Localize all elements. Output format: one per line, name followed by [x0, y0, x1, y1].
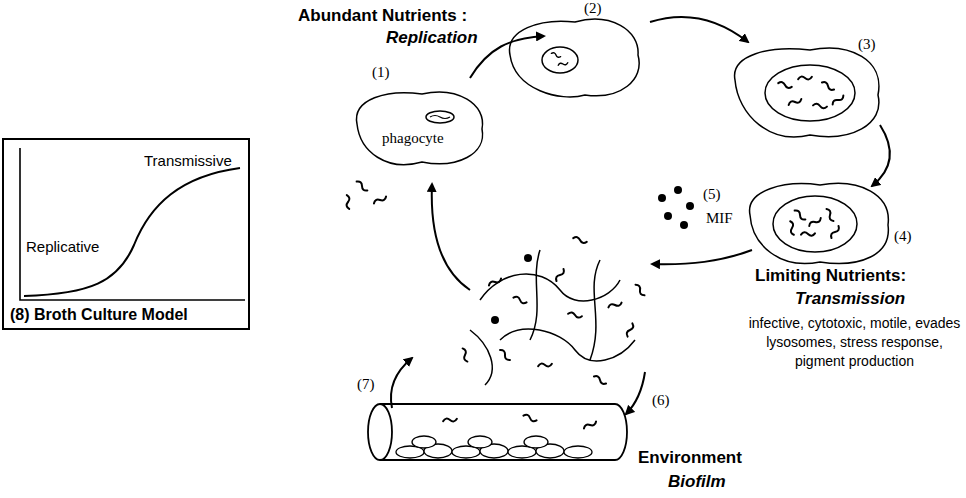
biofilm-blob	[524, 436, 548, 448]
growth-curve	[24, 168, 240, 296]
bacterium	[373, 195, 387, 205]
phagocyte-outline	[750, 183, 889, 263]
bacterium	[798, 75, 812, 81]
bacterium	[345, 195, 351, 209]
biofilm-blob	[564, 446, 592, 458]
matrix-strand	[590, 260, 600, 360]
mif-dot	[658, 194, 666, 202]
mif-dot	[491, 316, 499, 324]
bacterium	[430, 116, 450, 119]
heading-text: Abundant Nutrients :	[298, 6, 467, 26]
bacterium	[551, 52, 561, 58]
matrix-strand	[500, 329, 635, 361]
heading-text: Limiting Nutrients:	[755, 266, 906, 286]
biofilm-tube	[368, 404, 627, 460]
infected-cell	[750, 183, 889, 263]
vacuole	[773, 196, 857, 252]
arrow	[470, 36, 544, 78]
infected-cell	[735, 48, 879, 137]
mif-dot	[664, 212, 672, 220]
mif-dot	[674, 186, 682, 194]
callout-number: (1)	[372, 64, 390, 81]
bacterium	[488, 277, 502, 287]
chart-axes	[20, 148, 245, 300]
callout-number: (7)	[357, 376, 375, 393]
bacterium-vacuole	[426, 111, 454, 123]
bacterium	[626, 323, 635, 338]
phase-name: Transmission	[795, 289, 905, 309]
callout-number: (5)	[703, 186, 721, 203]
callout-number: (6)	[652, 392, 670, 409]
arrow	[432, 184, 470, 290]
bacterium	[788, 97, 802, 107]
bacterium	[813, 103, 827, 108]
chart-panel: TransmissiveReplicative (8) Broth Culture…	[2, 138, 250, 330]
bacteria-cluster	[461, 236, 646, 385]
vacuole	[765, 65, 855, 121]
bacterium	[443, 417, 457, 423]
bacterium	[499, 349, 512, 362]
heading-text: Environment	[638, 448, 742, 468]
phagocyte-cell: phagocyte	[352, 84, 487, 172]
bacterium	[523, 414, 538, 423]
phase-name: Replication	[386, 28, 478, 48]
callout-number: (2)	[584, 0, 602, 17]
bacterium	[355, 180, 368, 192]
tube-end	[368, 404, 392, 460]
arrow	[872, 125, 890, 186]
curve-label: Transmissive	[144, 152, 232, 169]
arrow	[391, 358, 412, 408]
bacterium	[593, 375, 607, 385]
cell-outline	[352, 84, 487, 172]
matrix-strand	[470, 330, 492, 385]
bacterium	[555, 268, 565, 282]
bacterium	[634, 283, 646, 296]
biofilm-blob	[412, 436, 436, 448]
bacterium	[821, 81, 835, 91]
mif-dots	[491, 186, 694, 324]
infected-cell	[510, 19, 640, 97]
curve-label: Replicative	[26, 238, 99, 255]
matrix-strand	[530, 250, 540, 340]
growth-chart	[20, 148, 245, 300]
phase-name: Biofilm	[668, 472, 726, 492]
bacterium	[461, 348, 470, 363]
panel-caption: (8) Broth Culture Model	[10, 306, 188, 324]
callout-number: (4)	[894, 228, 912, 245]
mif-dot	[680, 221, 688, 229]
arrow	[650, 17, 748, 42]
bacterium	[830, 225, 840, 239]
phagocyte-outline	[510, 19, 640, 97]
mif-dot	[524, 254, 532, 262]
tube-body	[380, 404, 627, 460]
bacterium	[568, 312, 582, 318]
bacterium	[608, 301, 623, 310]
factor-name: MIF	[706, 210, 733, 227]
bacterium	[793, 209, 806, 221]
bacterium	[538, 362, 552, 368]
bacterium	[573, 236, 588, 243]
bacterium	[583, 420, 597, 430]
mif-dot	[686, 202, 694, 210]
phagocyte-outline	[735, 48, 879, 137]
bacterium	[788, 221, 795, 236]
matrix-strand	[480, 274, 620, 301]
cell-label: phagocyte	[382, 130, 444, 147]
cell-outline-path	[357, 92, 483, 165]
arrow	[626, 372, 645, 414]
bacterium	[801, 231, 815, 236]
bacterium	[558, 61, 568, 66]
bacterium	[825, 208, 835, 222]
callout-number: (3)	[858, 36, 876, 53]
trait-list: infective, cytotoxic, motile, evades lys…	[742, 314, 966, 371]
arrow	[652, 250, 752, 264]
vacuole	[542, 47, 578, 73]
bacterium	[808, 216, 822, 227]
bacterium	[831, 94, 844, 106]
bacterium	[778, 81, 793, 88]
biofilm-blob	[468, 436, 492, 448]
bacterium	[513, 296, 528, 305]
